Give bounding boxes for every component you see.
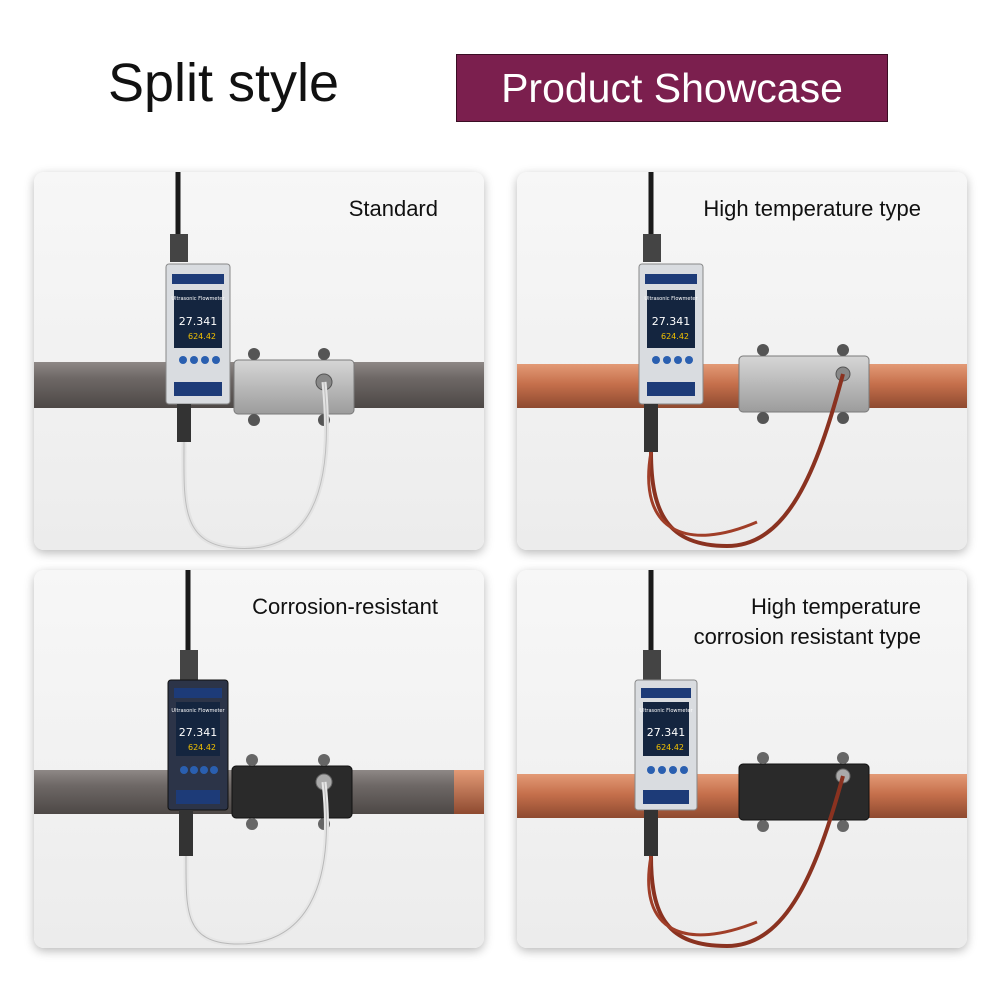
- device-reading-sub: 624.42: [656, 743, 684, 752]
- sensor-cable: [649, 373, 845, 549]
- device-reading-main: 27.341: [179, 726, 218, 739]
- flowmeter-device: Ultrasonic Flowmeter 27.341 624.42: [638, 263, 704, 405]
- card-label: High temperature type: [703, 196, 921, 221]
- device-brand: Ultrasonic Flowmeter: [639, 708, 693, 714]
- device-brand: Ultrasonic Flowmeter: [644, 296, 698, 302]
- device-reading-main: 27.341: [179, 315, 218, 328]
- device-reading-sub: 624.42: [661, 332, 689, 341]
- device-brand: Ultrasonic Flowmeter: [171, 296, 225, 302]
- flowmeter-device: Ultrasonic Flowmeter 27.341 624.42: [165, 263, 231, 405]
- transducer-clamp: [233, 348, 355, 426]
- product-card-standard: Ultrasonic Flowmeter 27.341 624.42 Stand…: [34, 172, 484, 550]
- card-label: High temperature corrosion resistant typ…: [694, 592, 921, 652]
- device-reading-sub: 624.42: [188, 743, 216, 752]
- banner-text: Product Showcase: [501, 64, 843, 111]
- flowmeter-device: Ultrasonic Flowmeter 27.341 624.42: [167, 679, 229, 811]
- device-reading-main: 27.341: [652, 315, 691, 328]
- card-label: Corrosion-resistant: [252, 594, 438, 619]
- product-illustration-standard: Ultrasonic Flowmeter 27.341 624.42: [34, 172, 484, 550]
- product-illustration-corrosion-resistant: Ultrasonic Flowmeter 27.341 624.42: [34, 570, 484, 947]
- card-label-line1: High temperature: [751, 594, 921, 619]
- transducer-clamp: [231, 754, 353, 830]
- product-illustration-high-temperature: Ultrasonic Flowmeter 27.341 624.42: [517, 172, 967, 549]
- flowmeter-device: Ultrasonic Flowmeter 27.341 624.42: [634, 679, 698, 811]
- transducer-clamp: [738, 344, 870, 424]
- product-card-high-temperature: Ultrasonic Flowmeter 27.341 624.42 High …: [517, 172, 967, 550]
- device-brand: Ultrasonic Flowmeter: [171, 708, 225, 714]
- device-reading-sub: 624.42: [188, 332, 216, 341]
- product-card-corrosion-resistant: Ultrasonic Flowmeter 27.341 624.42 Corro…: [34, 570, 484, 948]
- product-showcase-banner: Product Showcase: [456, 54, 888, 122]
- product-card-high-temperature-corrosion-resistant: Ultrasonic Flowmeter 27.341 624.42 High …: [517, 570, 967, 948]
- card-label: Standard: [348, 196, 438, 221]
- card-label-line2: corrosion resistant type: [693, 624, 921, 649]
- device-reading-main: 27.341: [647, 726, 686, 739]
- product-illustration-high-temperature-corrosion-resistant: Ultrasonic Flowmeter 27.341 624.42: [517, 570, 967, 948]
- transducer-clamp: [738, 752, 870, 832]
- page-title: Split style: [108, 53, 340, 113]
- sensor-cable: [649, 775, 845, 948]
